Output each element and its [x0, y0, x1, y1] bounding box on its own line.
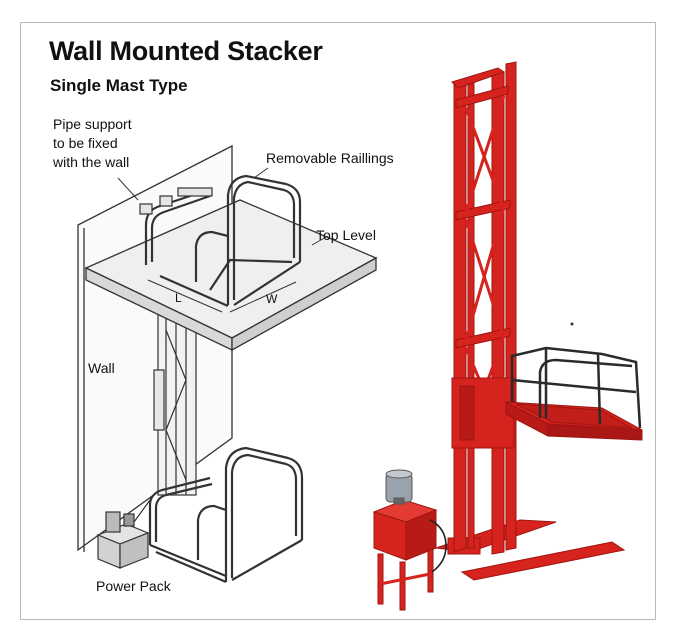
stacker-mast	[451, 61, 517, 555]
mast-column	[153, 299, 197, 496]
stacker-railings	[510, 346, 642, 429]
hydraulic-hose	[429, 519, 447, 573]
bottom-railings	[148, 446, 304, 584]
removable-railings-label: Removable Raillings	[266, 150, 394, 166]
pipe-support-label-line1: Pipe support	[53, 116, 132, 132]
wall-label: Wall	[88, 360, 115, 376]
top-platform	[84, 199, 378, 352]
length-label: L	[175, 291, 182, 305]
width-label: W	[266, 292, 278, 306]
pipe-support-label-line3: with the wall	[53, 154, 130, 170]
motor-icon	[385, 469, 413, 505]
dimension-lines	[147, 279, 297, 313]
power-pack-label: Power Pack	[96, 578, 171, 594]
stacker-platform	[505, 401, 643, 441]
diagram-subtitle: Single Mast Type	[50, 76, 188, 95]
pipe-support	[139, 187, 213, 215]
stacker-power-pack	[372, 499, 438, 611]
power-pack-drawing	[96, 499, 151, 569]
leader-lines	[117, 167, 329, 246]
top-level-label: Top Level	[316, 227, 376, 243]
diagram-title: Wall Mounted Stacker	[49, 36, 323, 66]
stray-dot	[570, 322, 574, 326]
stacker-carriage	[451, 377, 515, 449]
pipe-support-label-line2: to be fixed	[53, 135, 118, 151]
